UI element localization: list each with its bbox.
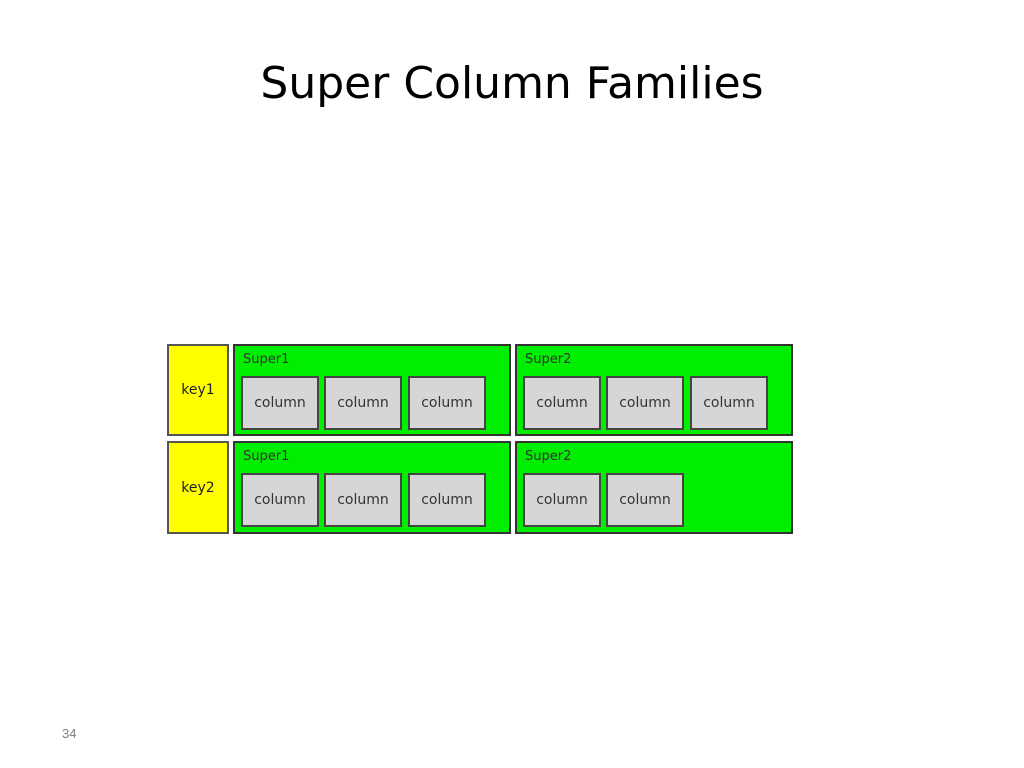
column-cell: column [324,376,402,430]
column-cell: column [241,376,319,430]
column-cell: column [408,473,486,527]
super-column: Super1 column column column [233,441,511,534]
super-column-label: Super2 [525,449,572,464]
column-cell: column [241,473,319,527]
row-key: key2 [167,441,229,534]
super-column: Super2 column column [515,441,793,534]
column-cell: column [606,473,684,527]
column-cell: column [408,376,486,430]
page-number: 34 [62,726,77,741]
super-column-label: Super2 [525,352,572,367]
super-column-label: Super1 [243,352,290,367]
super-column: Super1 column column column [233,344,511,436]
column-cell: column [606,376,684,430]
slide-title: Super Column Families [260,58,764,109]
column-cell: column [523,376,601,430]
column-cell: column [324,473,402,527]
row-key: key1 [167,344,229,436]
super-column: Super2 column column column [515,344,793,436]
column-cell: column [690,376,768,430]
super-column-label: Super1 [243,449,290,464]
column-cell: column [523,473,601,527]
